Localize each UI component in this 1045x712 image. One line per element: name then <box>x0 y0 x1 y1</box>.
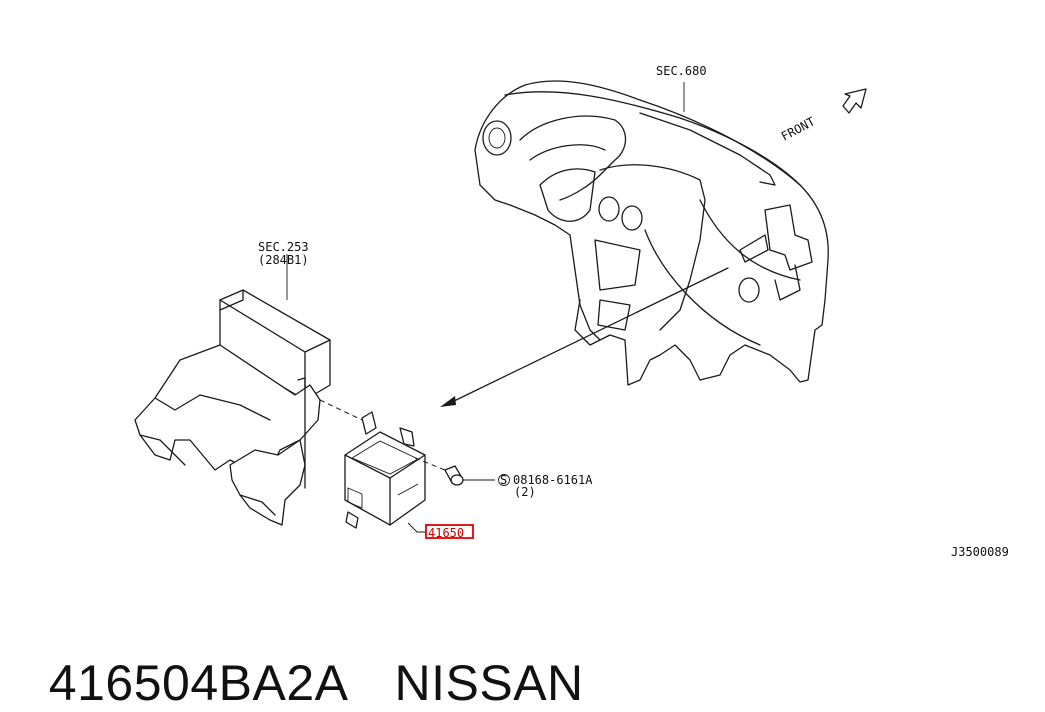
screw-part-label: 08168-6161A <box>513 473 593 487</box>
parts-diagram: FRONT SEC.680 SEC.253 (284B1) <box>134 64 1009 559</box>
brand-name: NISSAN <box>394 655 584 711</box>
screw-s-icon: S <box>500 473 507 487</box>
location-arrow <box>440 267 729 407</box>
sec253-label: SEC.253 <box>258 240 309 254</box>
figure-id: J3500089 <box>951 545 1009 559</box>
front-arrow-icon <box>842 88 867 114</box>
screw-qty-label: (2) <box>514 485 536 499</box>
sec253-sub-label: (284B1) <box>258 253 309 267</box>
callout-41650: 41650 <box>425 524 474 540</box>
bracket-sec253 <box>134 254 363 526</box>
part-number: 416504BA2A <box>48 655 349 711</box>
footer-caption: 416504BA2A NISSAN <box>20 596 584 712</box>
screw-callout: S 08168-6161A (2) <box>498 473 593 499</box>
control-module-41650 <box>344 411 495 533</box>
front-label: FRONT <box>779 114 817 143</box>
sec680-label: SEC.680 <box>656 64 707 78</box>
callout-label: 41650 <box>428 526 464 540</box>
dashboard-illustration <box>474 80 829 386</box>
